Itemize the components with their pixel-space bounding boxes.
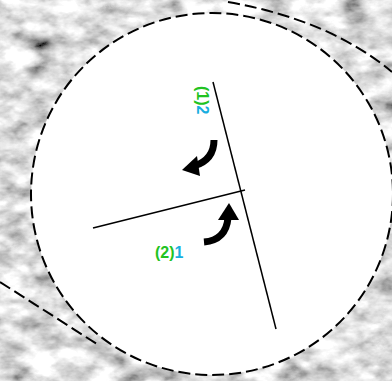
stand-circle <box>31 13 392 375</box>
callout-number: 1 <box>175 244 184 261</box>
callout-number: (1) <box>194 86 211 106</box>
callout-label: (1)2 <box>194 86 210 114</box>
axis-line <box>93 190 245 228</box>
callout-number: 2 <box>194 106 211 115</box>
rotation-arrow <box>204 218 228 242</box>
callout-number: (2) <box>155 244 175 261</box>
rotation-arrow <box>182 156 200 176</box>
callout-label: (2)1 <box>155 245 183 261</box>
rotation-arrow <box>218 203 239 220</box>
axis-line <box>213 82 276 329</box>
